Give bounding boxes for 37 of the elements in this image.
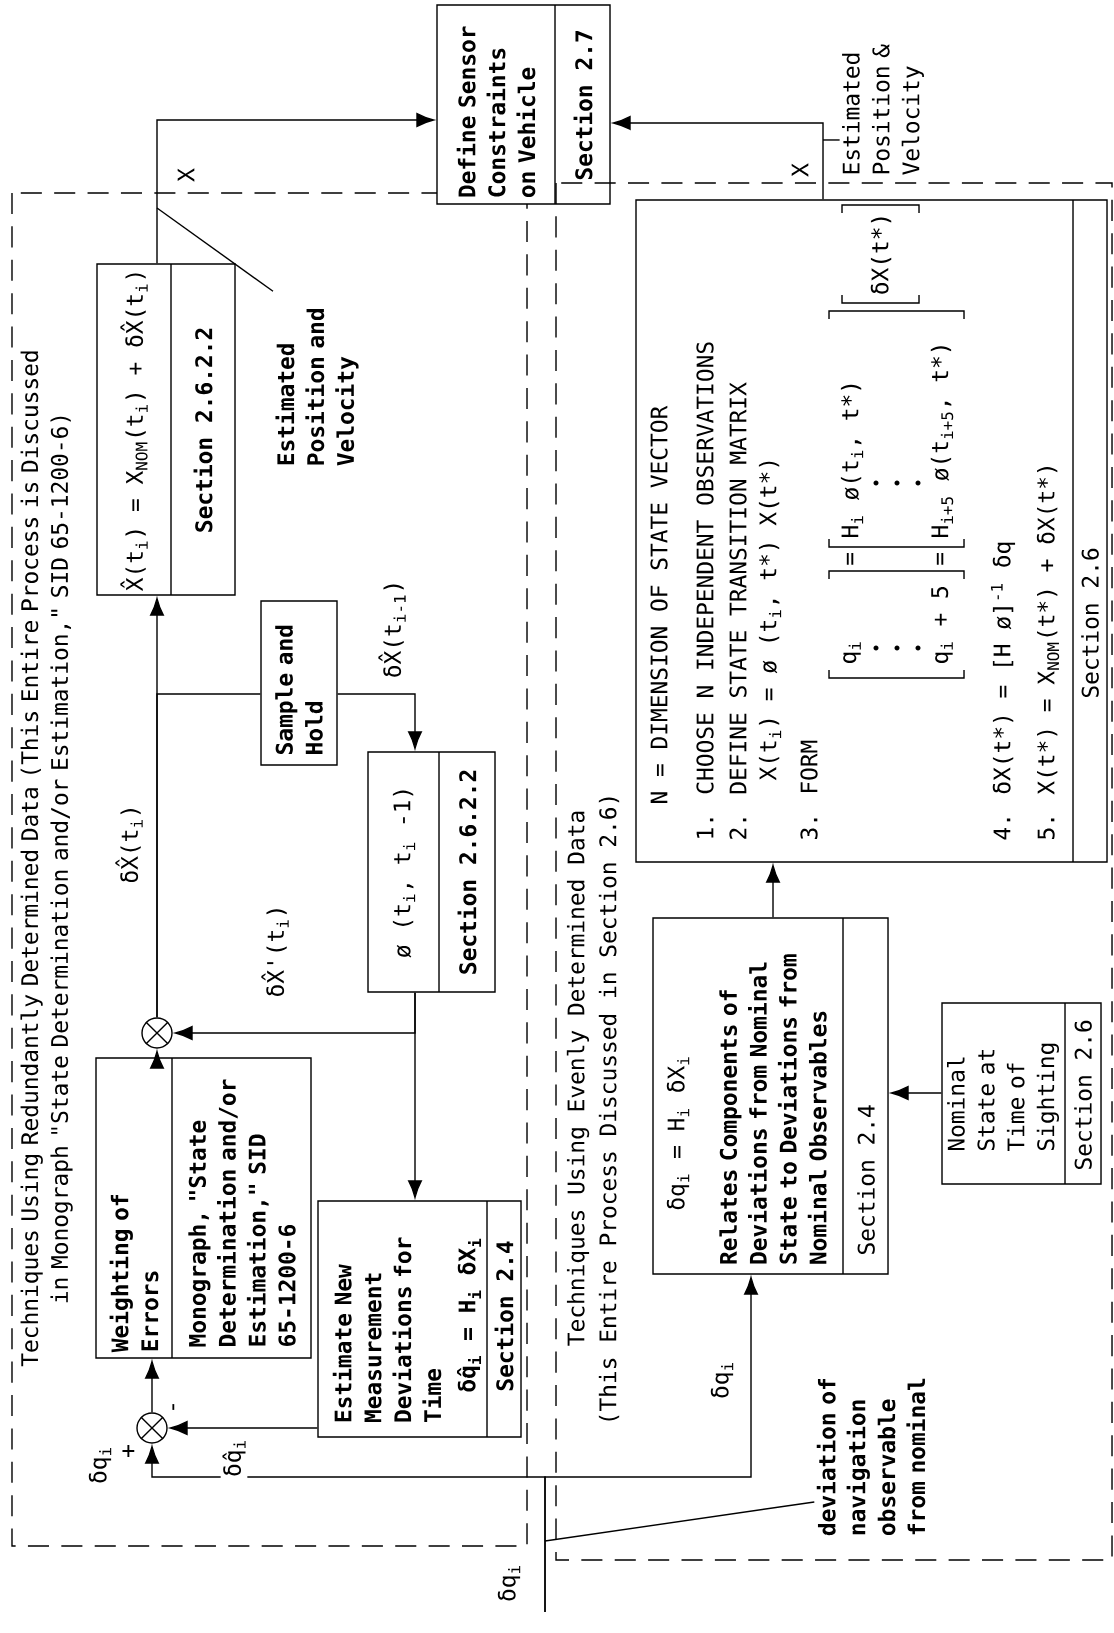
multiplier-junction (141, 1017, 173, 1049)
process-box: X̂(t$_{i}$) = X$_{NOM}$(t$_{i}$) + δX̂(t$_{i}$) Section 2.6.2.2 (96, 263, 236, 596)
arrow (408, 992, 422, 1199)
process-box: δq$_{i}$ = H$_{i}$ δX$_{i}$ Relates Components of Deviations from Nominal State to Deviations from Nominal Observables Section 2.4 (652, 917, 889, 1275)
signal-label: - (172, 1404, 175, 1410)
process-box: ø (t$_{i}$, t$_{i}$ -1) Section 2.6.2.2 (367, 751, 496, 993)
arrow (156, 113, 435, 264)
connector-line (156, 693, 261, 1018)
process-box: Define Sensor Constraints on Vehicle Section 2.7 (436, 4, 611, 205)
input-arrow (544, 1276, 758, 1613)
annotation-text: Estimated Position & Velocity (842, 44, 924, 175)
leader-line (822, 139, 841, 141)
annotation-text: Estimated Position and Velocity (275, 309, 359, 466)
leader-line (156, 207, 274, 292)
edge-label: δX̂(t$_{i-1}$) (376, 577, 408, 680)
annotation-text: deviation of navigation observable from nominal (816, 1378, 926, 1536)
edge-label: δq̂$_{i}$ (220, 1437, 248, 1479)
edge-label: δX̂(t$_{i}$) (113, 802, 145, 886)
edge-label: δq$_{i}$ (709, 1359, 735, 1401)
process-box: Nominal State at Time of Sighting Section 2.6 (941, 1002, 1102, 1185)
arrow (890, 1086, 942, 1100)
summing-junction (136, 1412, 168, 1444)
edge-label: δX̂'(t$_{i}$) (259, 902, 291, 1000)
signal-label: + (122, 1445, 135, 1457)
arrow (337, 693, 422, 750)
edge-label: X (175, 166, 197, 184)
arrow (766, 864, 780, 918)
arrow (145, 1360, 159, 1413)
arrow (612, 116, 824, 200)
arrow (150, 1050, 164, 1069)
edge-label: δq$_{i}$ (496, 1562, 522, 1604)
process-box: Weighting of Errors Monograph, "State Determination and/or Estimation," SID 65-1200-6 (95, 1057, 312, 1359)
process-box: Sample and Hold (260, 600, 338, 766)
edge-label: X (789, 161, 811, 179)
signal-label: δq$_{i}$ (88, 1448, 112, 1483)
arrow (169, 1421, 318, 1435)
leader-line (544, 1501, 815, 1542)
